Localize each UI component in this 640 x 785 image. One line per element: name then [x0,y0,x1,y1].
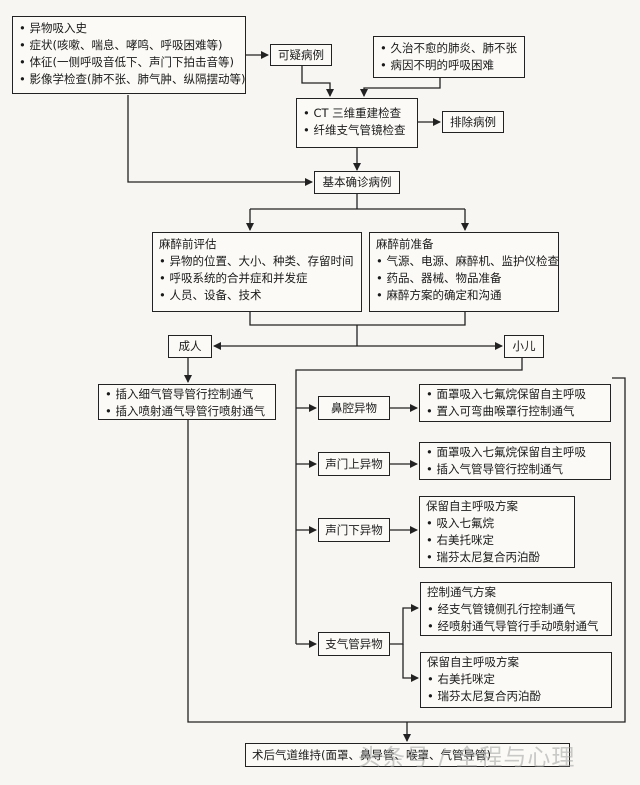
anesthesia-evaluation-box: 麻醉前评估 异物的位置、大小、种类、存留时间 呼吸系统的合并症和并发症 人员、设… [152,232,362,312]
spontaneous-breathing-title: 保留自主呼吸方案 [427,655,519,669]
supraglottic-foreign-body-box: 声门上异物 [318,452,390,476]
history-item: 影像学检查(肺不张、肺气肿、纵隔摆动等) [19,71,245,88]
history-item: 症状(咳嗽、喘息、哮鸣、呼吸困难等) [19,37,239,54]
evaluation-item: 呼吸系统的合并症和并发症 [159,270,355,287]
child-label: 小儿 [512,339,536,353]
nasal-method-box: 面罩吸入七氟烷保留自主呼吸 置入可弯曲喉罩行控制通气 [419,384,611,422]
excluded-case-label: 排除病例 [450,114,496,129]
adult-method-box: 插入细气管导管行控制通气 插入喷射通气导管行喷射通气 [98,384,276,420]
postop-airway-label: 术后气道维持(面罩、鼻导管、喉罩、气管导管) [252,747,491,762]
spontaneous-breathing-box: 保留自主呼吸方案 右美托咪定 瑞芬太尼复合丙泊酚 [420,652,612,708]
subglottic-method-item: 右美托咪定 [426,532,568,549]
spontaneous-breathing-item: 右美托咪定 [427,671,605,688]
excluded-case-box: 排除病例 [442,111,504,133]
history-item: 体征(一侧呼吸音低下、声门下拍击音等) [19,54,239,71]
adult-method-item: 插入细气管导管行控制通气 [105,386,269,403]
exam-item: CT 三维重建检查 [303,105,411,122]
controlled-ventilation-item: 经喷射通气导管行手动喷射通气 [427,618,605,635]
bronchial-label: 支气管异物 [325,636,383,651]
subglottic-foreign-body-box: 声门下异物 [318,518,390,542]
adult-label: 成人 [178,339,202,353]
nasal-method-item: 置入可弯曲喉罩行控制通气 [426,403,604,420]
preparation-title: 麻醉前准备 [376,237,434,251]
subglottic-label: 声门下异物 [325,522,383,537]
evaluation-item: 人员、设备、技术 [159,287,355,304]
subglottic-method-item: 瑞芬太尼复合丙泊酚 [426,549,568,566]
suspected-case-box: 可疑病例 [270,44,332,66]
refractory-box: 久治不愈的肺炎、肺不张 病因不明的呼吸困难 [373,36,525,78]
exam-item: 纤维支气管镜检查 [303,122,411,139]
controlled-ventilation-item: 经支气管镜侧孔行控制通气 [427,601,605,618]
adult-box: 成人 [168,335,212,358]
preparation-item: 气源、电源、麻醉机、监护仪检查 [376,253,559,270]
history-box: 异物吸入史 症状(咳嗽、喘息、哮鸣、呼吸困难等) 体征(一侧呼吸音低下、声门下拍… [12,16,246,94]
confirmed-case-box: 基本确诊病例 [314,171,400,194]
preparation-item: 药品、器械、物品准备 [376,270,552,287]
exam-box: CT 三维重建检查 纤维支气管镜检查 [296,98,418,148]
supraglottic-label: 声门上异物 [325,456,383,471]
preparation-item: 麻醉方案的确定和沟通 [376,287,552,304]
subglottic-method-box: 保留自主呼吸方案 吸入七氟烷 右美托咪定 瑞芬太尼复合丙泊酚 [419,496,575,568]
bronchial-foreign-body-box: 支气管异物 [318,632,390,656]
anesthesia-preparation-box: 麻醉前准备 气源、电源、麻醉机、监护仪检查 药品、器械、物品准备 麻醉方案的确定… [369,232,559,312]
suspected-case-label: 可疑病例 [278,47,324,62]
nasal-method-item: 面罩吸入七氟烷保留自主呼吸 [426,386,604,403]
refractory-item: 久治不愈的肺炎、肺不张 [380,40,518,57]
nasal-label: 鼻腔异物 [331,400,377,415]
supraglottic-method-item: 插入气管导管行控制通气 [426,461,604,478]
history-item: 异物吸入史 [19,20,239,37]
confirmed-case-label: 基本确诊病例 [322,175,392,189]
child-box: 小儿 [504,335,544,358]
adult-method-item: 插入喷射通气导管行喷射通气 [105,403,269,420]
subglottic-method-item: 吸入七氟烷 [426,515,568,532]
evaluation-item: 异物的位置、大小、种类、存留时间 [159,253,355,270]
supraglottic-method-item: 面罩吸入七氟烷保留自主呼吸 [426,444,604,461]
supraglottic-method-box: 面罩吸入七氟烷保留自主呼吸 插入气管导管行控制通气 [419,442,611,480]
evaluation-title: 麻醉前评估 [159,237,217,251]
subglottic-method-title: 保留自主呼吸方案 [426,499,518,513]
refractory-item: 病因不明的呼吸困难 [380,57,518,74]
watermark: 头条号 / 全程与心理 [358,745,576,771]
controlled-ventilation-title: 控制通气方案 [427,585,496,599]
controlled-ventilation-box: 控制通气方案 经支气管镜侧孔行控制通气 经喷射通气导管行手动喷射通气 [420,582,612,636]
spontaneous-breathing-item: 瑞芬太尼复合丙泊酚 [427,688,605,705]
nasal-foreign-body-box: 鼻腔异物 [318,396,390,420]
postop-airway-box: 术后气道维持(面罩、鼻导管、喉罩、气管导管) [245,743,570,767]
